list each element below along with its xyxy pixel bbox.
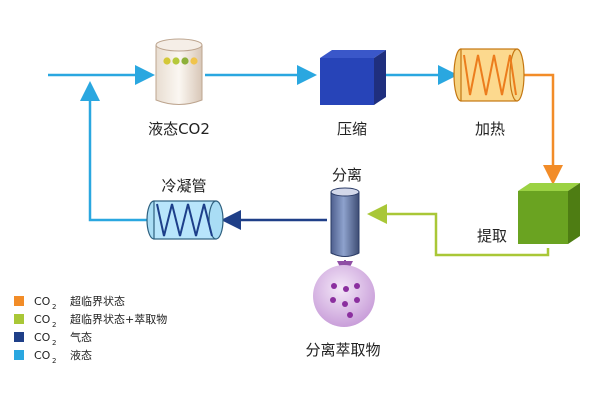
legend-subscript: 2 [52,303,56,311]
extract-particle [330,297,336,303]
legend-label: 液态 [70,348,92,362]
liquid-return-line [80,81,150,222]
legend-item-gas: CO 2 气态 [14,330,92,347]
heater-coil [453,48,525,102]
legend-label: 气态 [70,330,92,344]
extraction-block [518,183,580,244]
legend-item-supercritical: CO 2 超临界状态 [14,294,125,311]
tank-indicator-dot [190,57,198,65]
legend-label: 超临界状态 [70,294,125,308]
supercritical-flow-line [523,73,563,185]
legend-subscript: 2 [52,321,56,329]
tank-indicator-dot [172,57,180,65]
legend-swatch [14,314,24,324]
legend-subscript: 2 [52,339,56,347]
extract-label: 提取 [477,227,507,245]
legend-item-liquid: CO 2 液态 [14,348,92,365]
flow-lines [48,65,563,277]
legend-label: 超临界状态+萃取物 [70,312,167,326]
legend-prefix: CO [34,331,51,344]
legend: CO 2 超临界状态 CO 2 超临界状态+萃取物 CO 2 气态 CO 2 液… [14,294,167,365]
legend-prefix: CO [34,313,51,326]
heat-label: 加热 [475,120,505,138]
condenser-label: 冷凝管 [161,177,206,195]
extract-particle [331,283,337,289]
extract-particle [343,286,349,292]
separator-vessel [330,187,360,257]
liquid-co2-label: 液态CO2 [148,120,210,138]
legend-item-supercritical-extract: CO 2 超临界状态+萃取物 [14,312,167,329]
tank-indicator-dot [181,57,189,65]
legend-prefix: CO [34,295,51,308]
extract-particle [342,301,348,307]
legend-swatch [14,296,24,306]
product-flask [313,265,375,327]
extract-flow-line [367,204,550,257]
compress-label: 压缩 [337,120,367,138]
legend-swatch [14,332,24,342]
tank-indicator-dot [163,57,171,65]
separate-label: 分离 [332,166,362,184]
extract-particle [354,283,360,289]
liquid-co2-tank [155,38,203,105]
legend-subscript: 2 [52,357,56,365]
extract-particle [354,297,360,303]
compressor-block [320,50,386,105]
condenser-coil [146,200,224,240]
legend-swatch [14,350,24,360]
extract-particle [347,312,353,318]
product-label: 分离萃取物 [305,341,380,359]
legend-prefix: CO [34,349,51,362]
